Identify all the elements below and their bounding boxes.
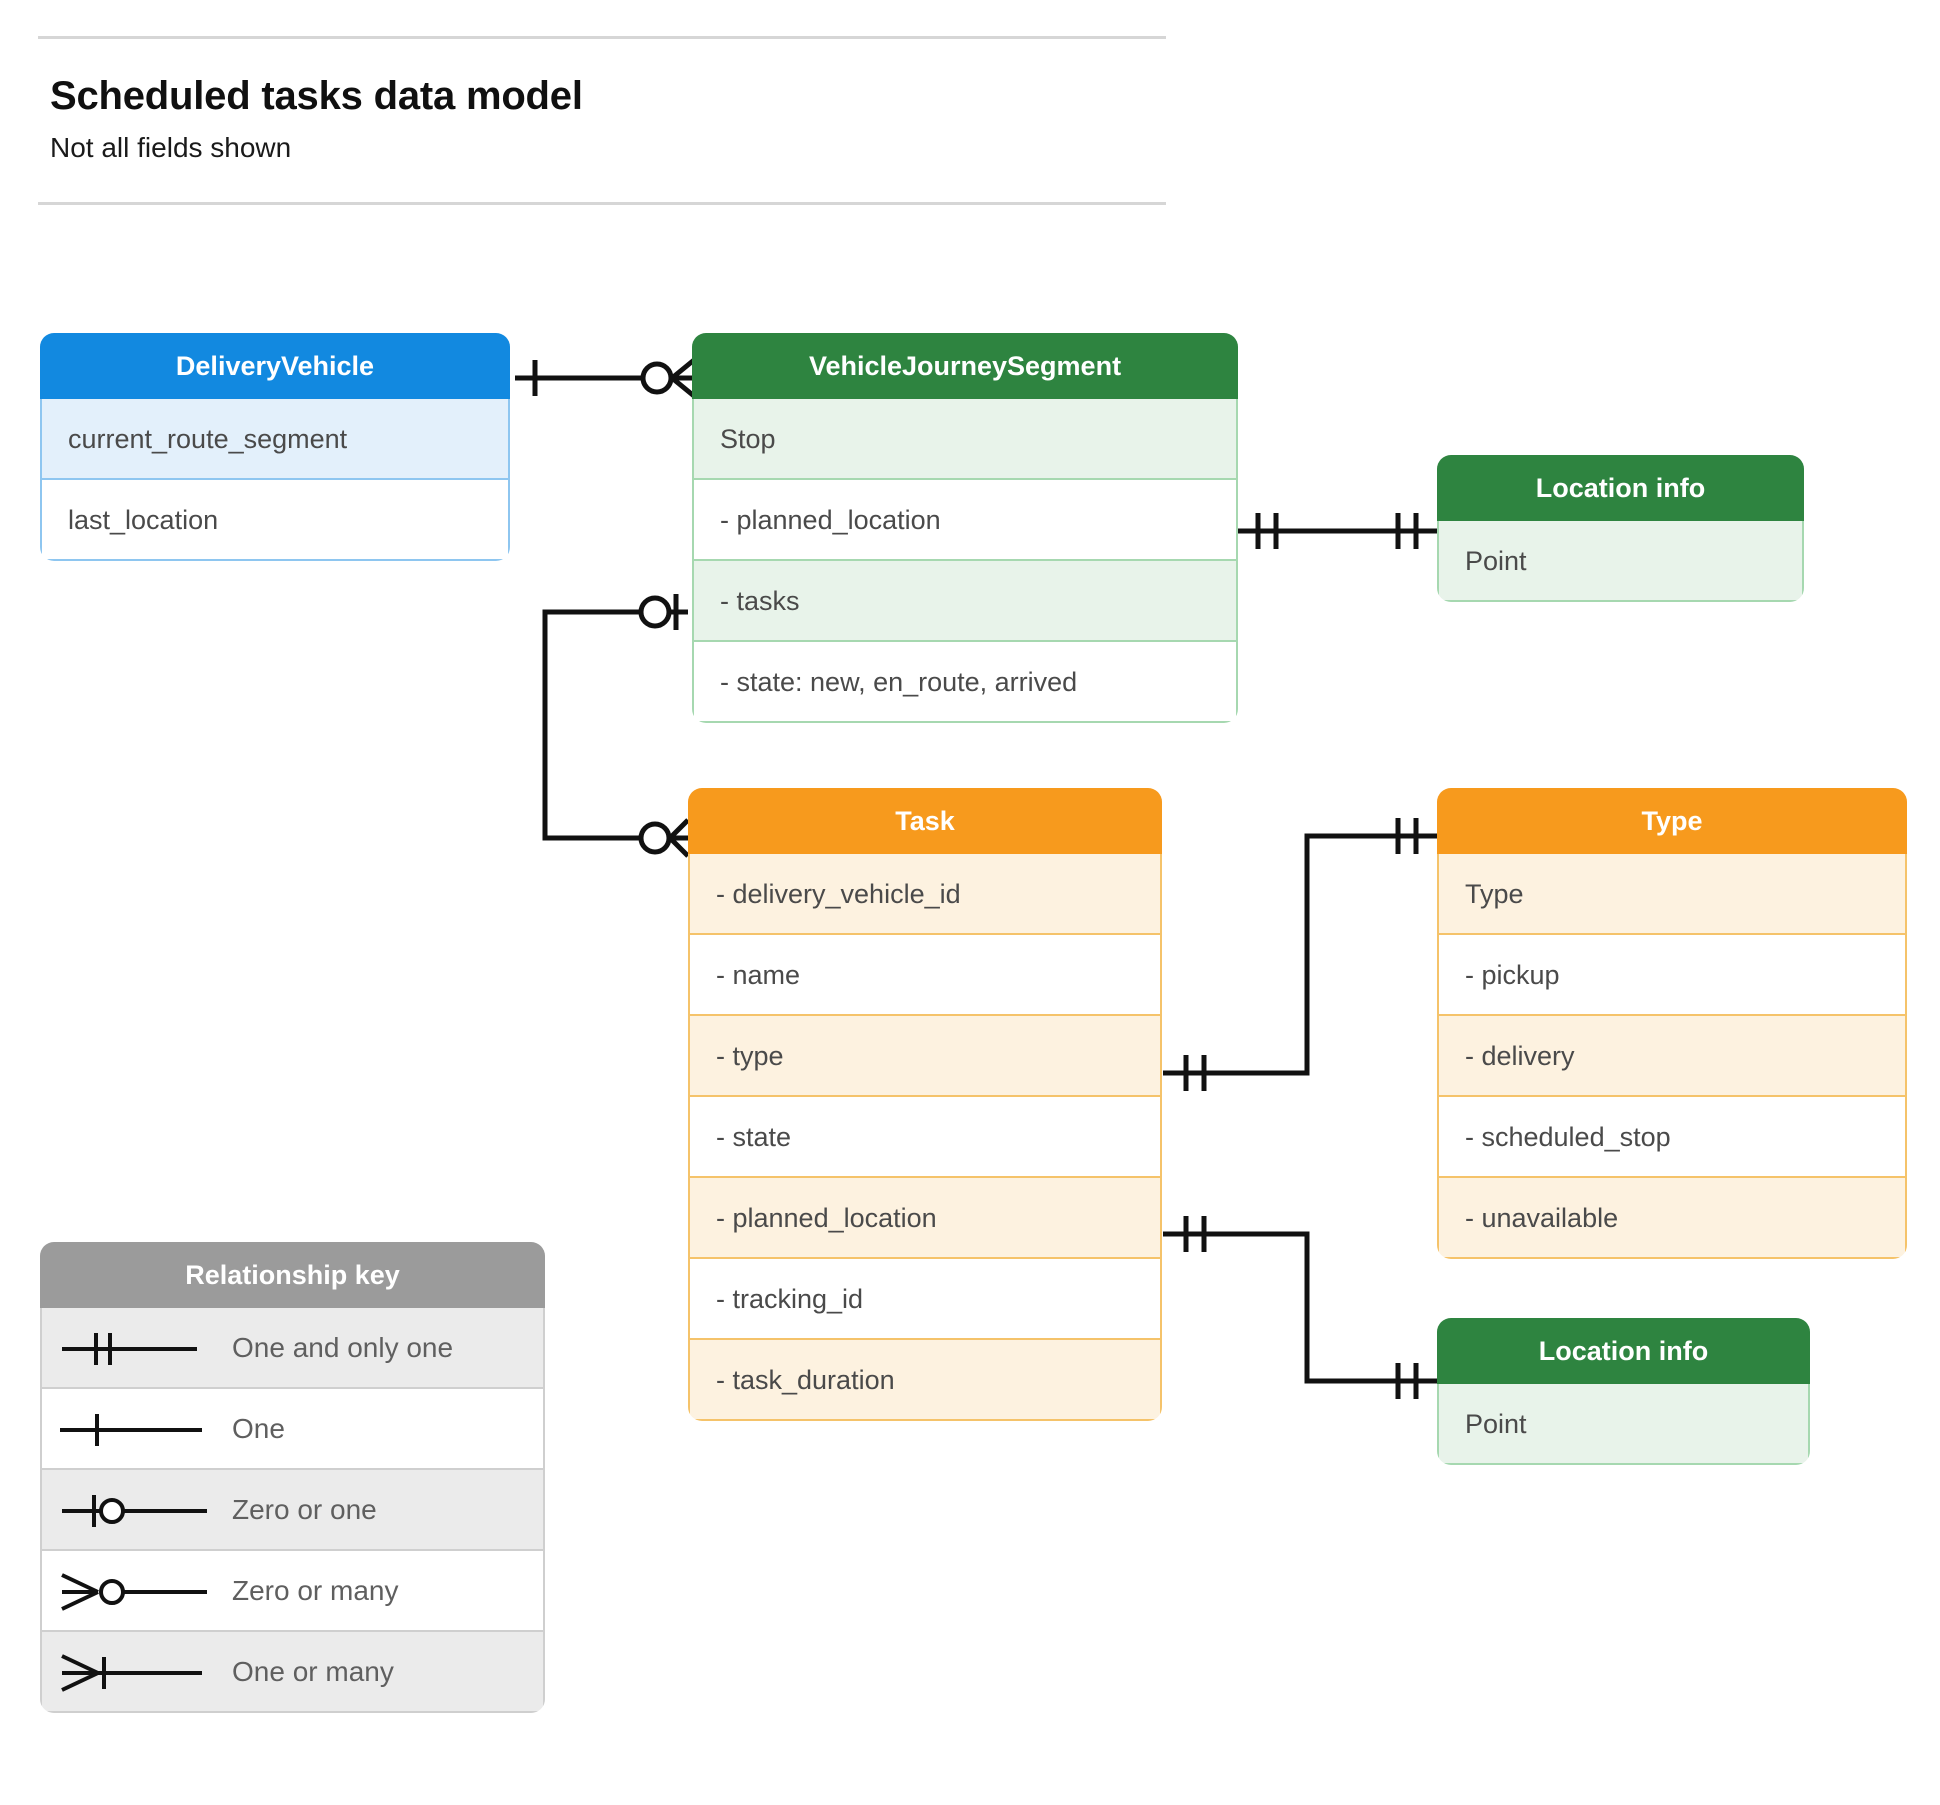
entity-field-current-route-segment: current_route_segment — [40, 399, 510, 480]
entity-field-last-location: last_location — [40, 480, 510, 561]
entity-field-task-duration: - task_duration — [688, 1340, 1162, 1421]
entity-field-state: - state: new, en_route, arrived — [692, 642, 1238, 723]
entity-field-planned-location: - planned_location — [692, 480, 1238, 561]
legend-item-one-and-only-one: One and only one — [40, 1308, 545, 1389]
one-or-many-icon — [42, 1632, 232, 1711]
entity-field-state-task: - state — [688, 1097, 1162, 1178]
entity-type[interactable]: Type Type - pickup - delivery - schedule… — [1437, 788, 1907, 1259]
legend-item-zero-or-one: Zero or one — [40, 1470, 545, 1551]
entity-field-stop: Stop — [692, 399, 1238, 480]
zero-or-many-icon — [42, 1551, 232, 1630]
entity-field-unavailable: - unavailable — [1437, 1178, 1907, 1259]
entity-field-point-top: Point — [1437, 521, 1804, 602]
legend-item-one-or-many: One or many — [40, 1632, 545, 1713]
entity-field-type-label: Type — [1437, 854, 1907, 935]
entity-field-pickup: - pickup — [1437, 935, 1907, 1016]
legend-item-one: One — [40, 1389, 545, 1470]
entity-header-type: Type — [1437, 788, 1907, 854]
wire-vjs-tasks-task — [542, 609, 688, 841]
entity-field-name: - name — [688, 935, 1162, 1016]
entity-header-task: Task — [688, 788, 1162, 854]
page-subtitle: Not all fields shown — [50, 132, 292, 163]
entity-header-location-info-bottom: Location info — [1437, 1318, 1810, 1384]
legend-label-zero-or-one: Zero or one — [232, 1494, 377, 1525]
entity-header-location-info-top: Location info — [1437, 455, 1804, 521]
legend-label-one-and-only-one: One and only one — [232, 1332, 454, 1363]
entity-field-planned-location-task: - planned_location — [688, 1178, 1162, 1259]
zero-or-one-icon — [42, 1470, 232, 1549]
entity-field-delivery: - delivery — [1437, 1016, 1907, 1097]
legend-label-zero-or-many: Zero or many — [232, 1575, 399, 1606]
entity-field-tracking-id: - tracking_id — [688, 1259, 1162, 1340]
entity-field-delivery-vehicle-id: - delivery_vehicle_id — [688, 854, 1162, 935]
header-rule-top — [38, 36, 1166, 39]
entity-field-tasks: - tasks — [692, 561, 1238, 642]
entity-field-point-bottom: Point — [1437, 1384, 1810, 1465]
legend-label-one-or-many: One or many — [232, 1656, 394, 1687]
legend-label-one: One — [232, 1413, 285, 1444]
entity-location-info-top[interactable]: Location info Point — [1437, 455, 1804, 602]
legend-title: Relationship key — [40, 1242, 545, 1308]
wire-task-type-type — [1163, 833, 1437, 1076]
page-title: Scheduled tasks data model — [50, 74, 583, 118]
header-rule-bottom — [38, 202, 1166, 205]
entity-location-info-bottom[interactable]: Location info Point — [1437, 1318, 1810, 1465]
legend-item-zero-or-many: Zero or many — [40, 1551, 545, 1632]
entity-header-deliveryvehicle: DeliveryVehicle — [40, 333, 510, 399]
entity-deliveryvehicle[interactable]: DeliveryVehicle current_route_segment la… — [40, 333, 510, 561]
entity-header-vehiclejourneysegment: VehicleJourneySegment — [692, 333, 1238, 399]
legend-relationship-key[interactable]: Relationship key One and only one — [40, 1242, 545, 1713]
entity-vehiclejourneysegment[interactable]: VehicleJourneySegment Stop - planned_loc… — [692, 333, 1238, 723]
one-and-only-one-icon — [42, 1308, 232, 1387]
one-icon — [42, 1389, 232, 1468]
entity-field-scheduled-stop: - scheduled_stop — [1437, 1097, 1907, 1178]
wire-task-plannedlocation-locationinfo — [1163, 1231, 1437, 1384]
entity-field-type: - type — [688, 1016, 1162, 1097]
entity-task[interactable]: Task - delivery_vehicle_id - name - type… — [688, 788, 1162, 1421]
